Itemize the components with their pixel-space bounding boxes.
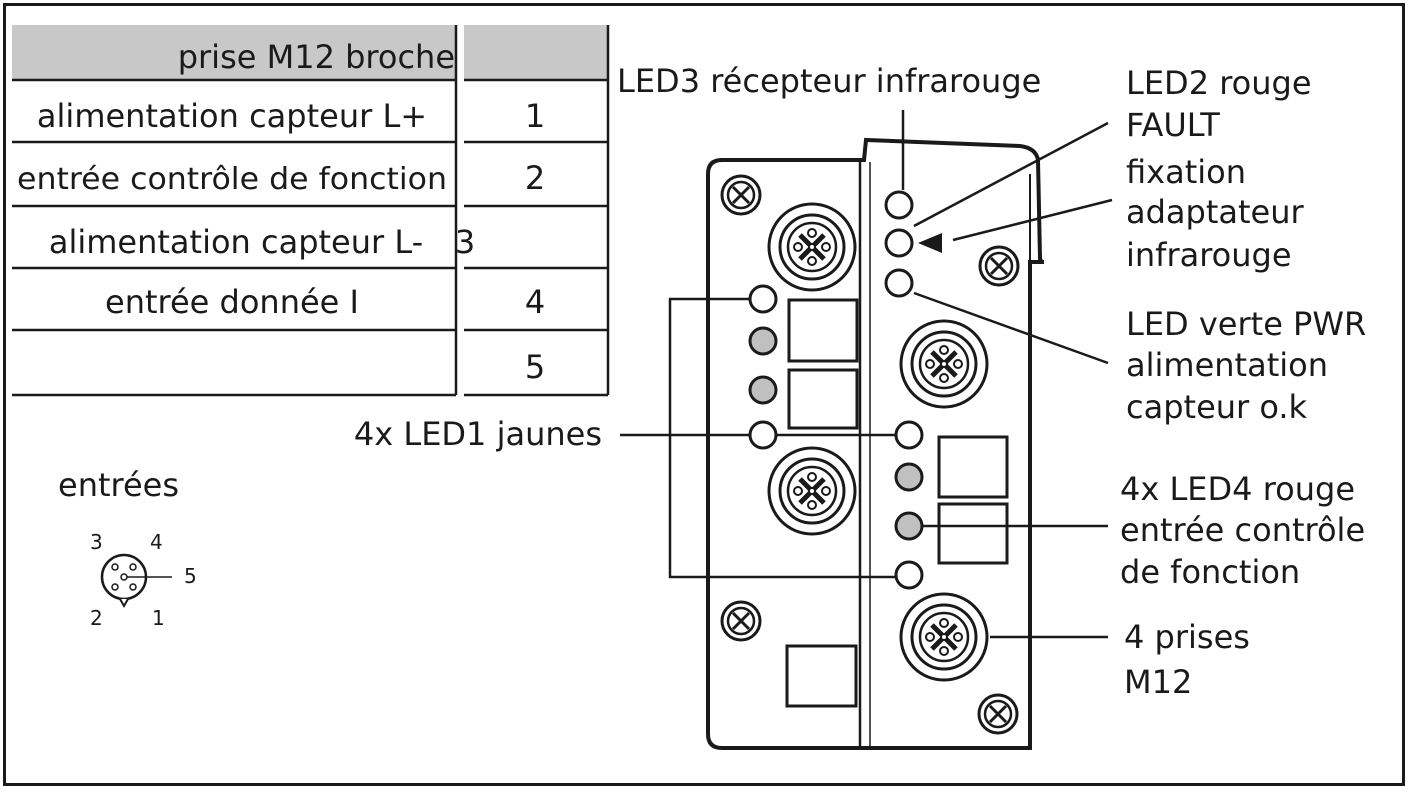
screw-icon [977,693,1019,735]
arrow-icon [918,233,942,253]
table-header-number-cell [464,25,608,80]
label-window [787,298,859,363]
callouts: LED3 récepteur infrarouge LED2 rouge FAU… [354,62,1366,701]
m12-port-icon [769,204,855,290]
led-led1-icon [894,420,924,450]
screw-icon [720,174,762,216]
callout-led2: FAULT [1126,106,1220,144]
table-row-pin: 3 [455,223,475,261]
screw-icon [720,600,762,642]
callout-led2: LED2 rouge [1126,64,1312,102]
callout-pwr: alimentation [1126,346,1328,384]
led-led4-icon [894,462,924,492]
led-led1-icon [748,284,778,314]
table-row-pin: 1 [525,97,545,135]
connector-pin-label: 5 [184,564,197,588]
callout-led1: 4x LED1 jaunes [354,415,602,453]
connector-pin-label: 3 [90,530,103,554]
led-led1-icon [894,560,924,590]
callout-led3: LED3 récepteur infrarouge [617,62,1041,100]
callout-led4: 4x LED4 rouge [1120,470,1355,508]
table-header-cell [12,25,456,80]
m12-port-icon [901,594,987,680]
callout-led4: de fonction [1120,553,1300,591]
callout-pwr: capteur o.k [1126,388,1308,426]
label-window [787,368,859,430]
table-header-label: prise M12 broche [178,38,455,76]
led-led1-icon [748,420,778,450]
m12-port-icon [769,448,855,534]
callout-pwr: LED verte PWR [1126,305,1366,343]
pin-table: prise M12 broche alimentation capteur L+… [12,25,610,397]
led-led4-icon [748,326,778,356]
table-row-pin: 4 [525,283,545,321]
led-led3-icon [884,190,914,220]
callout-m12: M12 [1124,663,1192,701]
callout-m12: 4 prises [1124,618,1250,656]
callout-fixation: fixation [1126,153,1246,191]
callout-led4: entrée contrôle [1120,511,1365,549]
led-pwr-icon [884,268,914,298]
table-row-pin: 5 [525,348,545,386]
connector-pin-label: 2 [90,606,103,630]
table-row-label: entrée donnée I [105,283,359,321]
table-row-label: alimentation capteur L- [49,223,423,261]
table-row-label: alimentation capteur L+ [37,97,427,135]
diagram-frame [3,3,1405,786]
label-window [937,502,1009,565]
table-row-pin: 2 [525,159,545,197]
led-led4-icon [894,511,924,541]
screw-icon [978,245,1020,287]
led-led2-icon [884,228,914,258]
m12-connector-icon [100,553,172,609]
led-led4-icon [748,375,778,405]
callout-fixation: adaptateur [1126,193,1305,231]
connector-legend: entrées 3 4 5 2 1 [58,466,197,630]
connector-pin-label: 1 [152,606,165,630]
leader-lines [620,110,1113,639]
callout-fixation: infrarouge [1126,236,1292,274]
table-row-label: entrée contrôle de fonction [17,162,447,197]
label-window [937,435,1009,499]
connector-pin-label: 4 [150,530,163,554]
label-window [785,644,858,708]
m12-port-icon [901,321,987,407]
connector-legend-title: entrées [58,466,179,504]
